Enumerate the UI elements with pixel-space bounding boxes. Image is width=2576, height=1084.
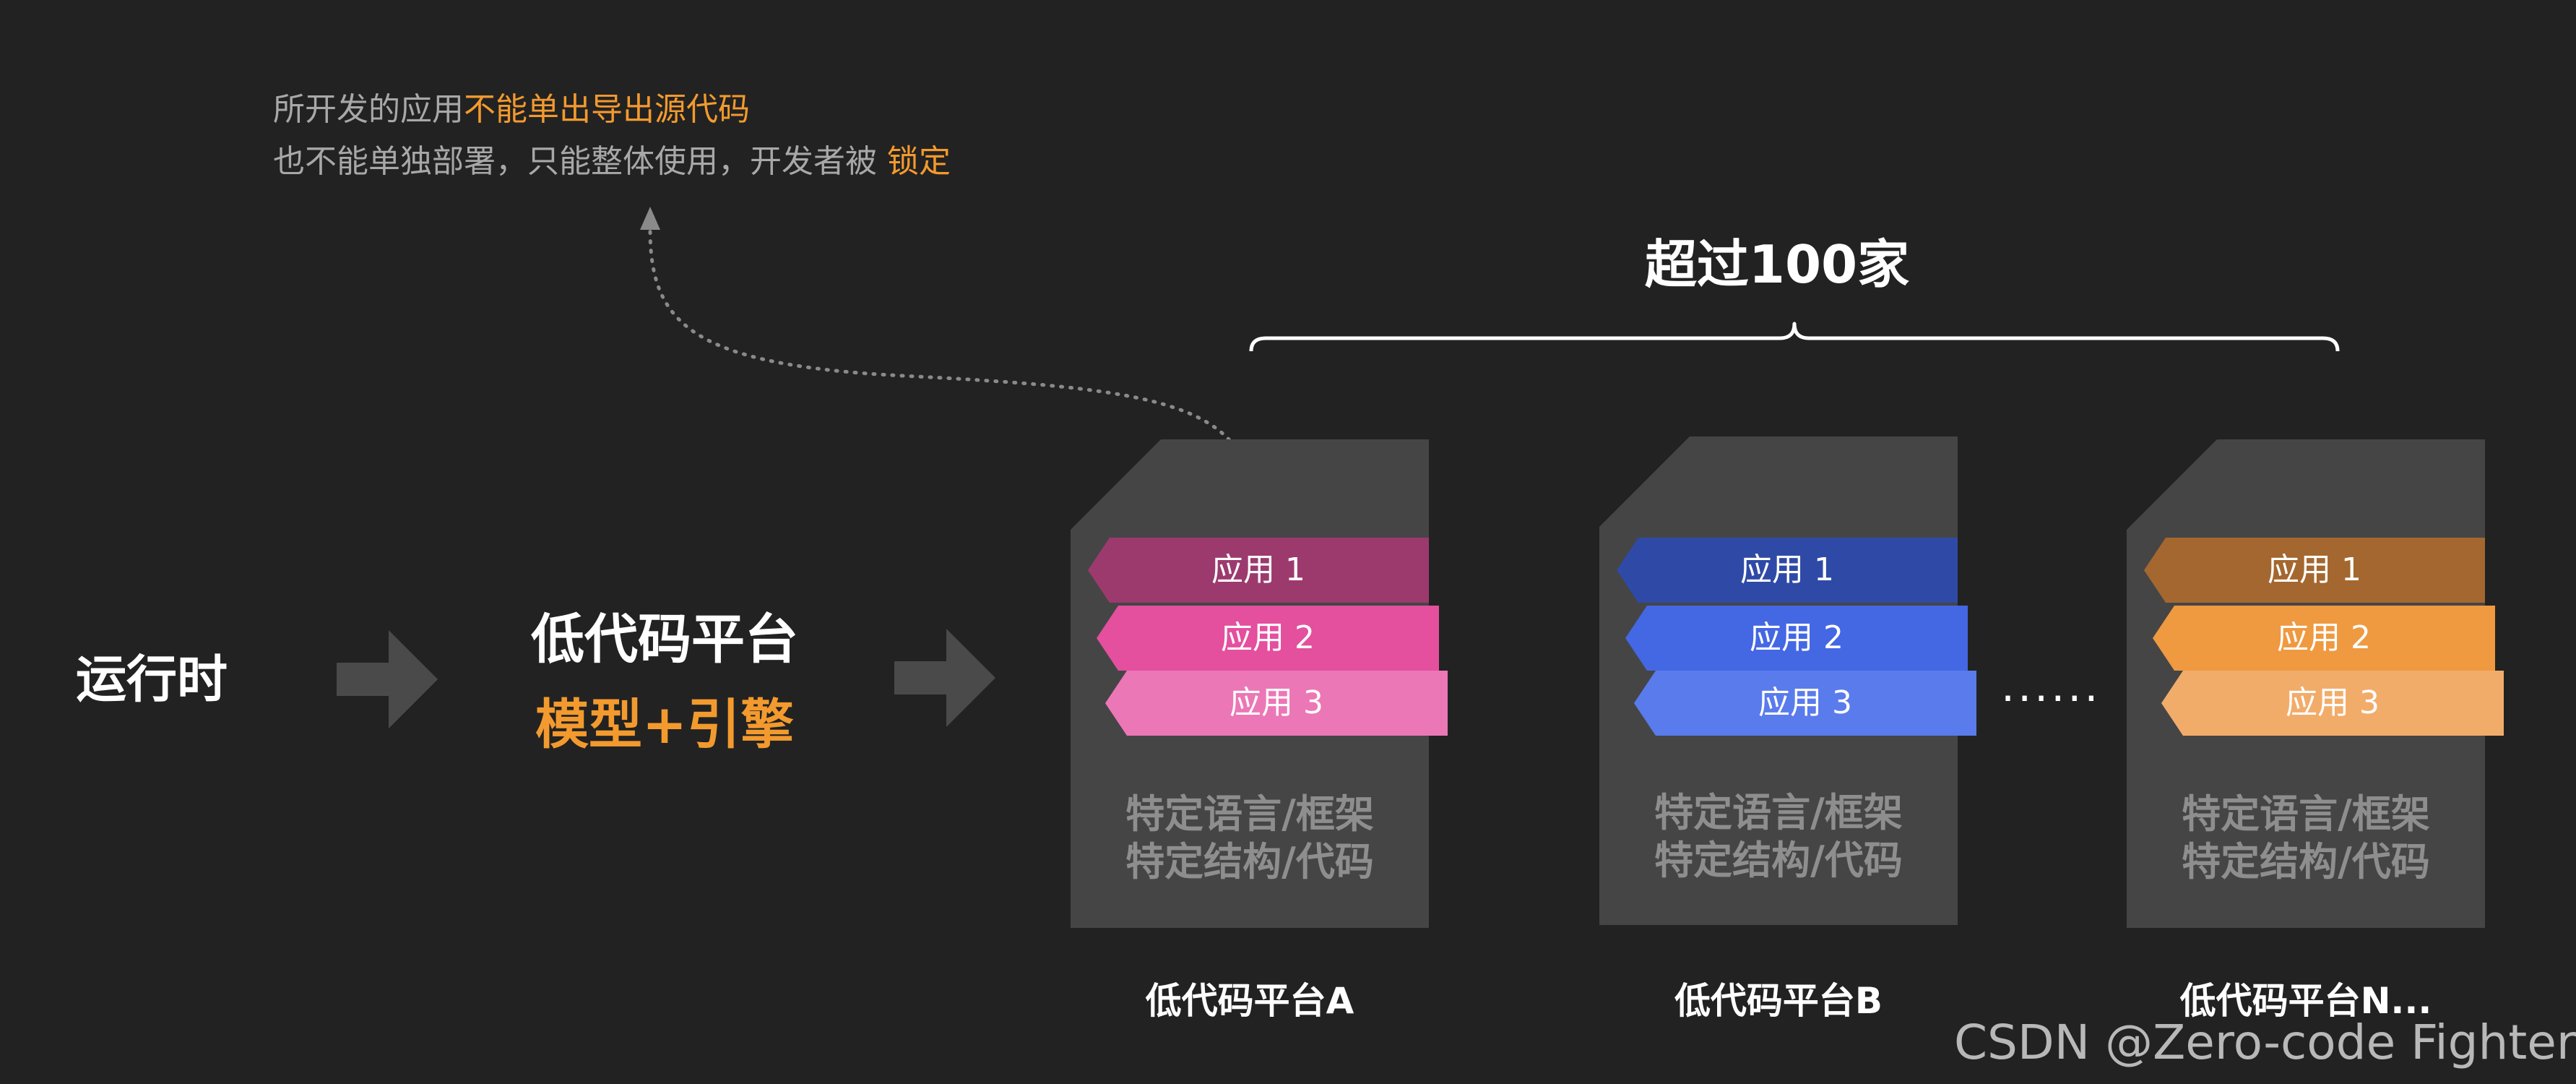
platform-count-title: 超过100家 xyxy=(1644,234,1910,295)
app-tag-1: 应用 1 xyxy=(1088,538,1429,603)
app-tag-3: 应用 3 xyxy=(2161,671,2504,736)
lock-in-note-line-2: 也不能单独部署，只能整体使用，开发者被 锁定 xyxy=(273,146,951,178)
platform-n-label: 低代码平台N... xyxy=(2179,980,2432,1022)
note-line-2-highlight: 锁定 xyxy=(887,143,951,180)
platform-card-b: 应用 1 应用 2 应用 3 特定语言/框架 特定结构/代码 xyxy=(1599,436,1976,925)
note-line-2-text: 也不能单独部署，只能整体使用，开发者被 xyxy=(273,143,887,180)
app-tag-3: 应用 3 xyxy=(1105,671,1448,736)
app-tag-3: 应用 3 xyxy=(1634,671,1976,736)
more-platforms-ellipsis: ...... xyxy=(2001,661,2101,712)
card-desc-line-2: 特定结构/代码 xyxy=(1125,839,1374,885)
note-line-1-text: 所开发的应用 xyxy=(273,91,464,128)
app-tag-1: 应用 1 xyxy=(1617,538,1958,603)
card-desc-line-2: 特定结构/代码 xyxy=(1654,838,1903,883)
app-tag-2: 应用 2 xyxy=(1625,606,1968,671)
model-engine-subtitle: 模型+引擎 xyxy=(535,694,794,756)
runtime-label: 运行时 xyxy=(76,650,228,709)
card-desc-line-1: 特定语言/框架 xyxy=(2182,791,2430,837)
app-tag-1: 应用 1 xyxy=(2144,538,2485,603)
card-desc-line-1: 特定语言/框架 xyxy=(1125,791,1374,837)
platform-b-label: 低代码平台B xyxy=(1674,980,1883,1022)
lowcode-platform-title: 低代码平台 xyxy=(531,608,798,671)
lock-in-note-line-1: 所开发的应用不能单出导出源代码 xyxy=(273,94,750,126)
platform-a-label: 低代码平台A xyxy=(1145,980,1354,1022)
note-line-1-highlight: 不能单出导出源代码 xyxy=(464,91,750,128)
arrow-right-icon-2 xyxy=(894,629,995,727)
card-desc-line-1: 特定语言/框架 xyxy=(1654,790,1903,835)
card-desc-line-2: 特定结构/代码 xyxy=(2182,839,2430,885)
app-tag-2: 应用 2 xyxy=(2153,606,2495,671)
arrow-right-icon xyxy=(337,630,438,728)
curly-brace xyxy=(1249,322,2340,352)
platform-card-a: 应用 1 应用 2 应用 3 特定语言/框架 特定结构/代码 xyxy=(1071,439,1448,928)
csdn-watermark: CSDN @Zero-code Fighter xyxy=(1953,1015,2576,1070)
platform-card-n: 应用 1 应用 2 应用 3 特定语言/框架 特定结构/代码 xyxy=(2127,439,2504,928)
app-tag-2: 应用 2 xyxy=(1097,606,1439,671)
connector-arrowhead-icon xyxy=(640,207,660,230)
